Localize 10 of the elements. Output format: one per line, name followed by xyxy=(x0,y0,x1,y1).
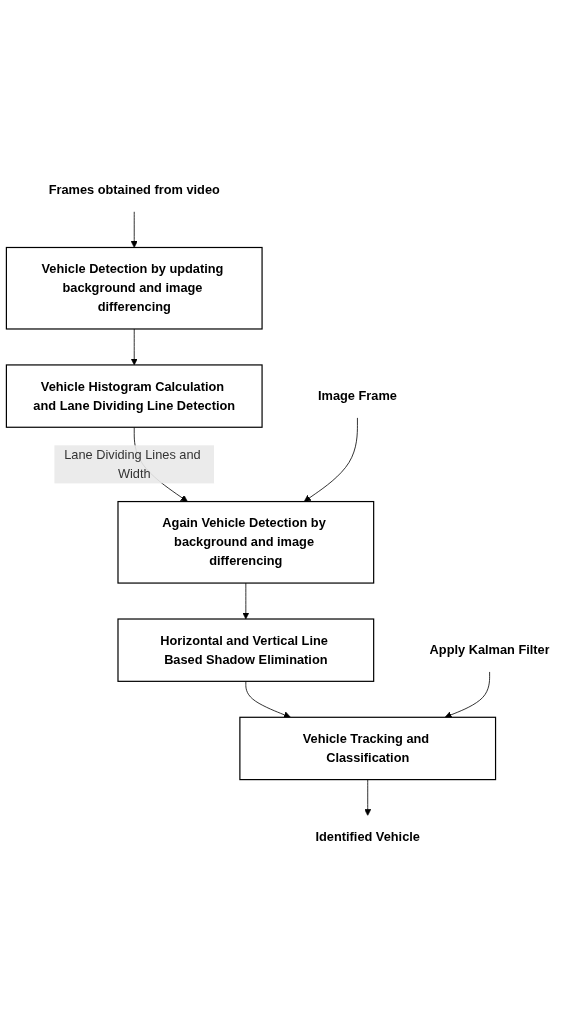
node-text: Image Frame xyxy=(317,388,397,403)
node-text: Frames obtained from video xyxy=(48,182,220,197)
node-text: Apply Kalman Filter xyxy=(429,642,550,657)
edge-label: Lane Dividing Lines and Width xyxy=(64,447,201,481)
node-box: Again Vehicle Detection by background and image differencing xyxy=(117,500,375,584)
node-box: Vehicle Histogram Calculation and Lane Dividing Line Detection xyxy=(5,364,263,428)
node-box: Vehicle Tracking and Classification xyxy=(239,716,497,781)
node-box: Vehicle Detection by updating background and image differencing xyxy=(5,246,263,330)
node-box: Horizontal and Vertical Line Based Shadow Elimination xyxy=(117,618,375,682)
node-text: Identified Vehicle xyxy=(315,829,420,844)
